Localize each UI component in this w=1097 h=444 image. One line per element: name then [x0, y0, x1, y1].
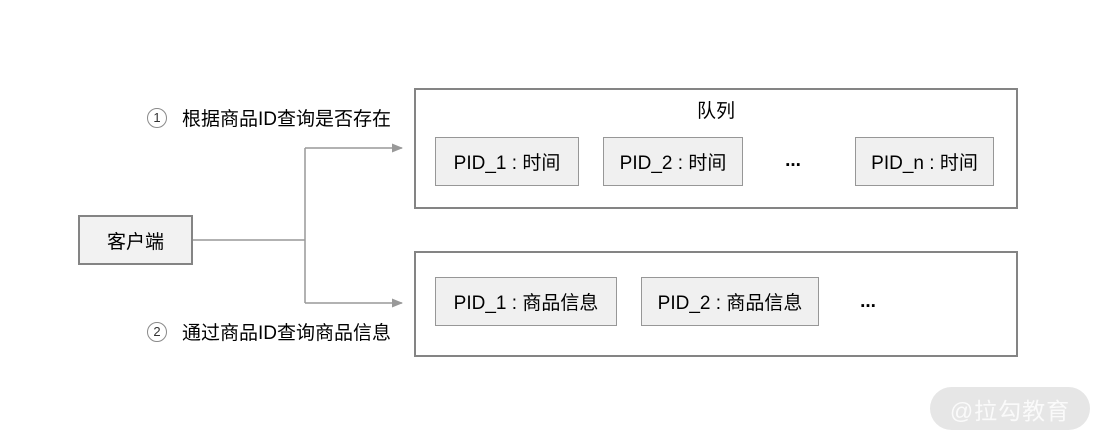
client-node: 客户端: [78, 215, 193, 265]
queue-item-pid2: PID_2 : 时间: [603, 137, 743, 186]
queue-item-pidn: PID_n : 时间: [855, 137, 994, 186]
step-1-annotation: 1 根据商品ID查询是否存在: [147, 104, 391, 131]
step-2-label: 通过商品ID查询商品信息: [182, 323, 392, 344]
step-1-circled-number: 1: [147, 107, 167, 128]
info-item-pid2: PID_2 : 商品信息: [641, 277, 819, 326]
step-2-circled-number: 2: [147, 321, 167, 342]
step-1-label: 根据商品ID查询是否存在: [182, 109, 392, 130]
info-ellipsis: ...: [860, 291, 876, 312]
queue-item-pid1: PID_1 : 时间: [435, 137, 579, 186]
step-2-annotation: 2 通过商品ID查询商品信息: [147, 318, 391, 345]
product-info-container: PID_1 : 商品信息 PID_2 : 商品信息 ...: [414, 251, 1018, 357]
info-item-pid1: PID_1 : 商品信息: [435, 277, 617, 326]
queue-title: 队列: [696, 101, 735, 122]
watermark-badge: @拉勾教育: [930, 387, 1090, 430]
queue-ellipsis: ...: [785, 150, 801, 171]
queue-container: 队列 PID_1 : 时间 PID_2 : 时间 ... PID_n : 时间: [414, 88, 1018, 209]
